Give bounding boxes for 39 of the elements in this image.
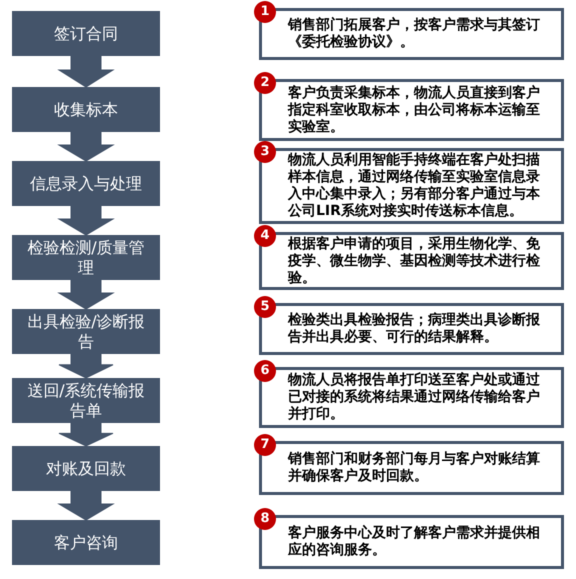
block-arrow	[57, 280, 115, 310]
step-number: 8	[254, 508, 276, 530]
process-box	[12, 309, 160, 354]
block-arrow	[57, 56, 115, 88]
step-description: 销售部门和财务部门每月与客户对账结算并确保客户及时回款。	[288, 451, 541, 485]
step-title: 收集标本	[54, 100, 118, 120]
step-number: 6	[254, 360, 276, 382]
process-box	[12, 87, 160, 132]
step-number: 3	[254, 141, 276, 163]
step-description: 物流人员将报告单打印送至客户处或通过已对接的系统将结果通过网络传输给客户并打印。	[288, 372, 541, 423]
block-arrow	[58, 422, 114, 447]
step-title: 信息录入与处理	[30, 174, 142, 194]
process-box	[12, 11, 160, 56]
step-number: 2	[254, 72, 276, 94]
process-box	[12, 161, 160, 206]
step-number: 5	[254, 296, 276, 318]
step-title: 出具检验/诊断报告	[26, 312, 146, 352]
step-description: 客户服务中心及时了解客户需求并提供相应的咨询服务。	[288, 525, 541, 559]
step-description: 销售部门拓展客户，按客户需求与其签订《委托检验协议》。	[288, 17, 541, 51]
process-box	[12, 235, 160, 280]
step-description: 检验类出具检验报告；病理类出具诊断报告并出具必要、可行的结果解释。	[288, 312, 541, 346]
step-number: 1	[254, 1, 276, 23]
step-number: 4	[254, 225, 276, 247]
block-arrow	[58, 354, 114, 379]
step-title: 客户咨询	[54, 532, 118, 552]
block-arrow	[57, 490, 115, 521]
step-title: 检验检测/质量管理	[26, 238, 146, 278]
step-description: 客户负责采集标本，物流人员直接到客户指定科室收取标本，由公司将标本运输至实验室。	[288, 84, 541, 136]
process-box	[12, 446, 160, 491]
process-box	[12, 520, 160, 565]
process-box	[12, 378, 160, 423]
step-title: 对账及回款	[46, 458, 126, 478]
step-title: 送回/系统传输报告单	[26, 380, 146, 420]
step-title: 签订合同	[54, 24, 118, 44]
step-description: 物流人员利用智能手持终端在客户处扫描样本信息，通过网络传输至实验室信息录入中心集中录入；另有部分客户通过与本公司LIR系统对接实时传送标本信息。	[288, 152, 541, 220]
block-arrow	[57, 132, 115, 162]
step-description: 根据客户申请的项目，采用生物化学、免疫学、微生物学、基因检测等技术进行检验。	[288, 236, 541, 286]
step-number: 7	[254, 434, 276, 456]
block-arrow	[57, 206, 115, 236]
